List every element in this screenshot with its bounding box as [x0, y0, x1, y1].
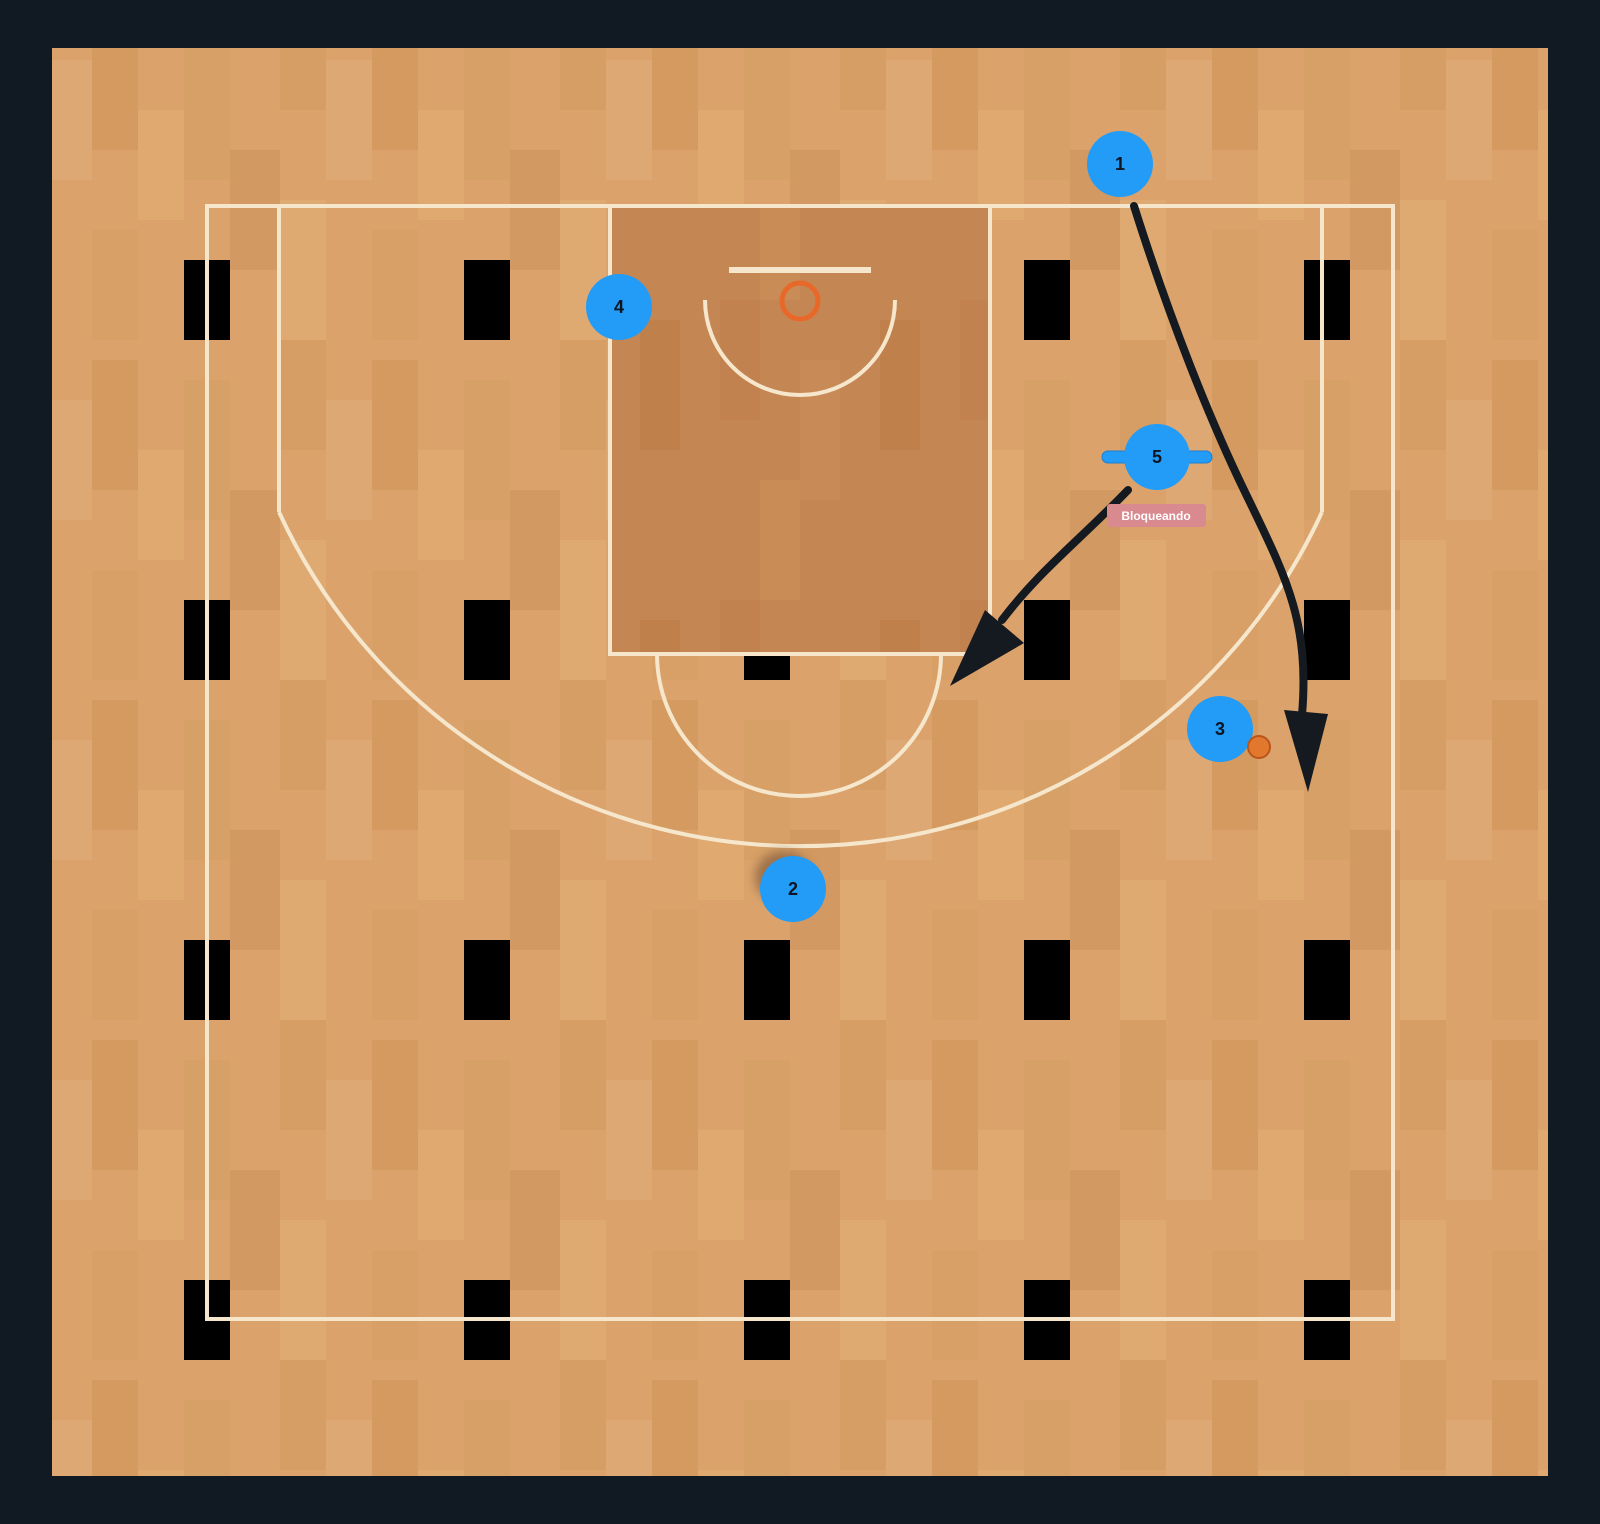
player-4[interactable]: 4 [586, 274, 652, 340]
court-lines [205, 204, 1395, 1321]
player-number: 5 [1152, 447, 1162, 467]
player-number: 1 [1115, 154, 1125, 174]
paint-area [610, 206, 990, 654]
movement-lines [950, 202, 1328, 792]
player-5[interactable]: 5 [1124, 424, 1190, 490]
rim-icon [779, 280, 821, 322]
three-point-arc [277, 511, 1324, 849]
player-number: 2 [788, 879, 798, 899]
arrow-head-icon [1284, 710, 1328, 792]
restricted-arc [703, 299, 897, 397]
player-1[interactable]: 1 [1087, 131, 1153, 197]
screen-status-tag: Bloqueando [1107, 504, 1206, 527]
screen-status-label: Bloqueando [1121, 509, 1190, 523]
arrow-head-icon [950, 610, 1024, 686]
free-throw-circle [655, 653, 943, 798]
player-number: 3 [1215, 719, 1225, 739]
cut-path-player-1 [1130, 202, 1308, 719]
player-3[interactable]: 3 [1187, 696, 1253, 762]
key-outline [608, 204, 992, 656]
basketball-icon[interactable] [1247, 735, 1271, 759]
player-number: 4 [614, 297, 624, 317]
player-2[interactable]: 2 [760, 856, 826, 922]
